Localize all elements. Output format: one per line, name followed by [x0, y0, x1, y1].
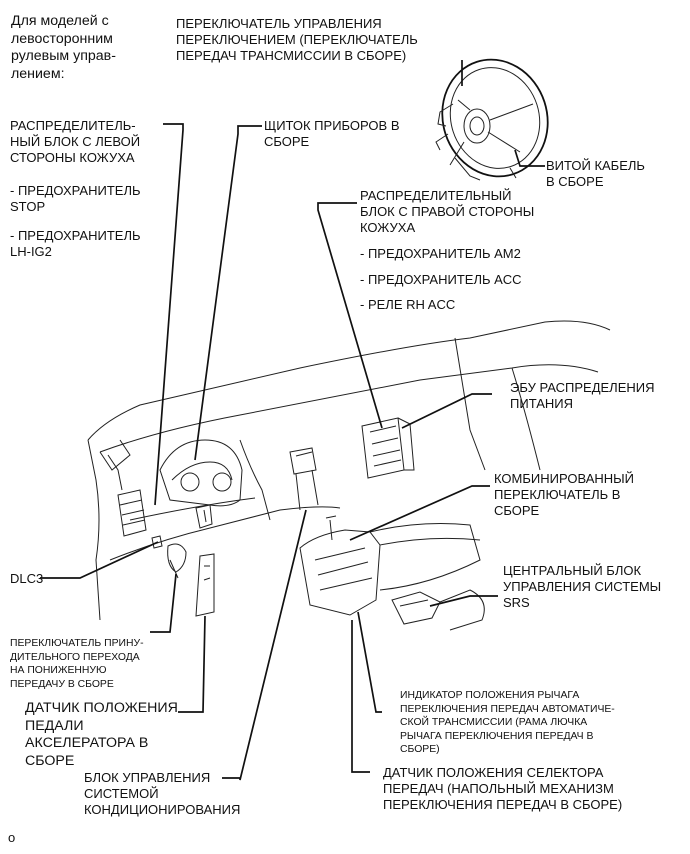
label-shift-position-sensor: ДАТЧИК ПОЛОЖЕНИЯ СЕЛЕКТОРА ПЕРЕДАЧ (НАПО… — [383, 765, 623, 813]
label-left-fuse-lhig2: - ПРЕДОХРАНИТЕЛЬ LH-IG2 — [10, 228, 141, 260]
intro-note: Для моделей с левосторонним рулевым упра… — [11, 13, 116, 82]
label-combination-switch: КОМБИНИРОВАННЫЙ ПЕРЕКЛЮЧАТЕЛЬ В СБОРЕ — [494, 471, 635, 519]
label-left-junction-block: РАСПРЕДЕЛИТЕЛЬ- НЫЙ БЛОК С ЛЕВОЙ СТОРОНЫ… — [10, 118, 141, 166]
label-right-fuse-acc: - ПРЕДОХРАНИТЕЛЬ ACC — [360, 272, 522, 287]
label-power-ecu: ЭБУ РАСПРЕДЕЛЕНИЯ ПИТАНИЯ — [510, 380, 655, 412]
footer-mark: o — [8, 830, 16, 845]
label-shift-indicator: ИНДИКАТОР ПОЛОЖЕНИЯ РЫЧАГА ПЕРЕКЛЮЧЕНИЯ … — [400, 690, 615, 756]
label-steering-switch: ПЕРЕКЛЮЧАТЕЛЬ УПРАВЛЕНИЯ ПЕРЕКЛЮЧЕНИЕМ (… — [176, 16, 418, 64]
label-kickdown-switch: ПЕРЕКЛЮЧАТЕЛЬ ПРИНУ- ДИТЕЛЬНОГО ПЕРЕХОДА… — [10, 638, 144, 690]
dashboard-drawing — [87, 320, 611, 631]
steering-wheel-drawing — [435, 58, 549, 181]
label-right-junction-block: РАСПРЕДЕЛИТЕЛЬНЫЙ БЛОК С ПРАВОЙ СТОРОНЫ … — [360, 188, 535, 236]
label-accelerator-sensor: ДАТЧИК ПОЛОЖЕНИЯ ПЕДАЛИ АКСЕЛЕРАТОРА В С… — [25, 700, 178, 769]
label-ac-control: БЛОК УПРАВЛЕНИЯ СИСТЕМОЙ КОНДИЦИОНИРОВАН… — [84, 770, 241, 818]
label-left-fuse-stop: - ПРЕДОХРАНИТЕЛЬ STOP — [10, 183, 141, 215]
label-srs-center-unit: ЦЕНТРАЛЬНЫЙ БЛОК УПРАВЛЕНИЯ СИСТЕМЫ SRS — [503, 563, 662, 611]
label-dlc3: DLC3 — [10, 571, 44, 586]
label-right-fuse-am2: - ПРЕДОХРАНИТЕЛЬ AM2 — [360, 246, 521, 261]
label-spiral-cable: ВИТОЙ КАБЕЛЬ В СБОРЕ — [546, 158, 645, 190]
label-combination-meter: ЩИТОК ПРИБОРОВ В СБОРЕ — [264, 118, 400, 150]
leader-lines — [40, 60, 545, 781]
label-right-relay: - РЕЛЕ RH ACC — [360, 297, 456, 312]
